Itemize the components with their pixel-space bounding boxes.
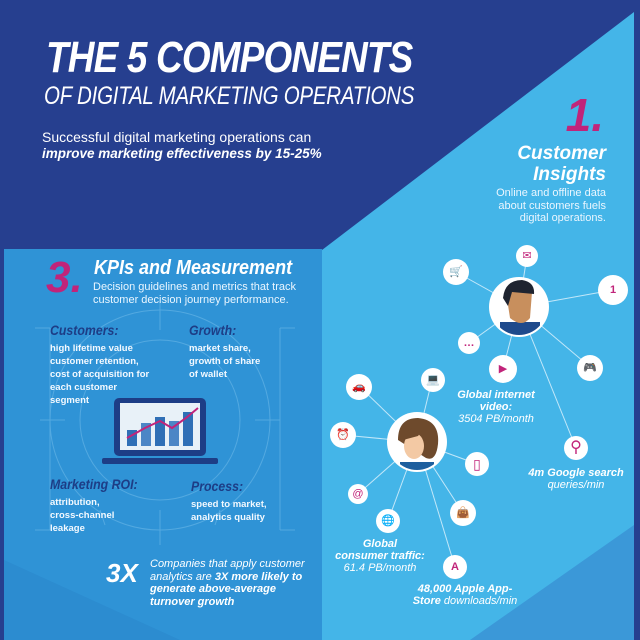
customer-insights-title: Customer Insights xyxy=(517,143,606,185)
stat-value: 61.4 PB/month xyxy=(343,562,417,574)
stat-label: video: xyxy=(479,401,513,413)
stat-label: consumer traffic: xyxy=(335,550,425,562)
callout-line: generate above-average xyxy=(150,583,276,595)
app-store-icon: A xyxy=(443,555,467,579)
title-line: Customer xyxy=(517,143,606,164)
calendar-icon: 1 xyxy=(598,275,628,305)
alarm-clock-icon: ⏰ xyxy=(330,422,356,448)
stat-apple-app-store: 48,000 Apple App- Store downloads/min xyxy=(405,583,525,607)
desc-line: Decision guidelines and metrics that tra… xyxy=(93,281,296,293)
quadrant-line: analytics quality xyxy=(191,512,265,523)
gamepad-icon: 🎮 xyxy=(577,355,603,381)
kpi-title: KPIs and Measurement xyxy=(94,257,293,279)
at-sign-icon: @ xyxy=(348,484,368,504)
kpi-desc: Decision guidelines and metrics that tra… xyxy=(93,281,296,306)
quadrant-line: leakage xyxy=(50,523,85,534)
shopping-bag-icon: 👜 xyxy=(450,500,476,526)
callout-line: turnover growth xyxy=(150,595,235,608)
car-icon: 🚗 xyxy=(346,374,372,400)
quadrant-line: speed to market, xyxy=(191,499,267,510)
quadrant-body: high lifetime value customer retention, … xyxy=(50,342,149,407)
intro-highlight: improve marketing effectiveness by 15-25… xyxy=(42,146,322,161)
search-icon: ⚲ xyxy=(564,436,588,460)
stat-consumer-traffic: Global consumer traffic: 61.4 PB/month xyxy=(330,538,430,574)
cart-icon: 🛒 xyxy=(443,259,469,285)
quadrant-line: cross-channel xyxy=(50,510,115,521)
page-title: THE 5 COMPONENTS xyxy=(46,33,413,82)
desc-line: Online and offline data xyxy=(496,187,606,199)
callout-text: Companies that apply customer analytics … xyxy=(150,558,305,608)
stat-value: queries/min xyxy=(547,479,605,491)
quadrant-heading: Process: xyxy=(191,478,244,494)
quadrant-process: Process: speed to market, analytics qual… xyxy=(191,478,267,524)
female-avatar xyxy=(387,412,447,472)
desc-line: customer decision journey performance. xyxy=(93,293,289,306)
title-line: Insights xyxy=(533,164,606,185)
quadrant-line: attribution, xyxy=(50,497,100,508)
quadrant-body: market share, growth of share of wallet xyxy=(189,342,260,381)
quadrant-line: cost of acquisition for xyxy=(50,369,150,380)
quadrant-growth: Growth: market share, growth of share of… xyxy=(189,322,260,381)
callout-text-plain: analytics are xyxy=(150,570,215,583)
quadrant-line: of wallet xyxy=(189,369,228,380)
quadrant-customers: Customers: high lifetime value customer … xyxy=(50,322,149,407)
stat-value: downloads/min xyxy=(440,595,518,607)
quadrant-line: growth of share xyxy=(189,356,261,367)
stat-label: Global xyxy=(362,538,398,550)
quadrant-heading: Customers: xyxy=(50,322,119,338)
quadrant-heading: Growth: xyxy=(189,322,237,338)
laptop-icon: 💻 xyxy=(421,368,445,392)
customer-insights-desc: Online and offline data about customers … xyxy=(496,187,606,225)
callout-text-bold: 3X more likely to xyxy=(214,570,303,583)
quadrant-line: high lifetime value xyxy=(50,343,133,354)
play-icon: ▶ xyxy=(489,355,517,383)
intro-text: Successful digital marketing operations … xyxy=(42,129,312,145)
quadrant-line: customer retention, xyxy=(50,356,139,367)
stat-label: 4m Google search xyxy=(528,467,624,479)
section-number-1: 1. xyxy=(565,89,604,141)
quadrant-line: market share, xyxy=(189,343,251,354)
quadrant-body: speed to market, analytics quality xyxy=(191,498,267,524)
stat-value: 3504 PB/month xyxy=(458,413,534,425)
quadrant-line: segment xyxy=(50,395,90,406)
stat-label: Store xyxy=(412,595,441,607)
stat-label: 48,000 Apple App- xyxy=(417,583,513,595)
quadrant-heading: Marketing ROI: xyxy=(50,476,138,492)
page-subtitle: OF DIGITAL MARKETING OPERATIONS xyxy=(44,82,415,110)
callout-3x: 3X xyxy=(106,558,138,588)
section-number-3: 3. xyxy=(46,253,83,302)
desc-line: about customers fuels xyxy=(498,199,606,212)
stat-internet-video: Global internet video: 3504 PB/month xyxy=(446,389,546,425)
chat-icon: … xyxy=(458,332,480,354)
quadrant-line: each customer xyxy=(50,382,118,393)
quadrant-marketing-roi: Marketing ROI: attribution, cross-channe… xyxy=(50,476,150,535)
quadrant-body: attribution, cross-channel leakage xyxy=(50,496,150,535)
phone-icon: ▯ xyxy=(465,452,489,476)
desc-line: digital operations. xyxy=(519,212,606,224)
globe-icon: 🌐 xyxy=(376,509,400,533)
mail-icon: ✉ xyxy=(516,245,538,267)
stat-label: Global internet xyxy=(457,389,535,401)
callout-line: Companies that apply customer xyxy=(150,558,305,570)
callout-line: analytics are 3X more likely to xyxy=(150,571,305,584)
male-avatar xyxy=(489,277,549,337)
stat-google-search: 4m Google search queries/min xyxy=(520,467,632,491)
laptop-chart-icon xyxy=(102,398,218,464)
